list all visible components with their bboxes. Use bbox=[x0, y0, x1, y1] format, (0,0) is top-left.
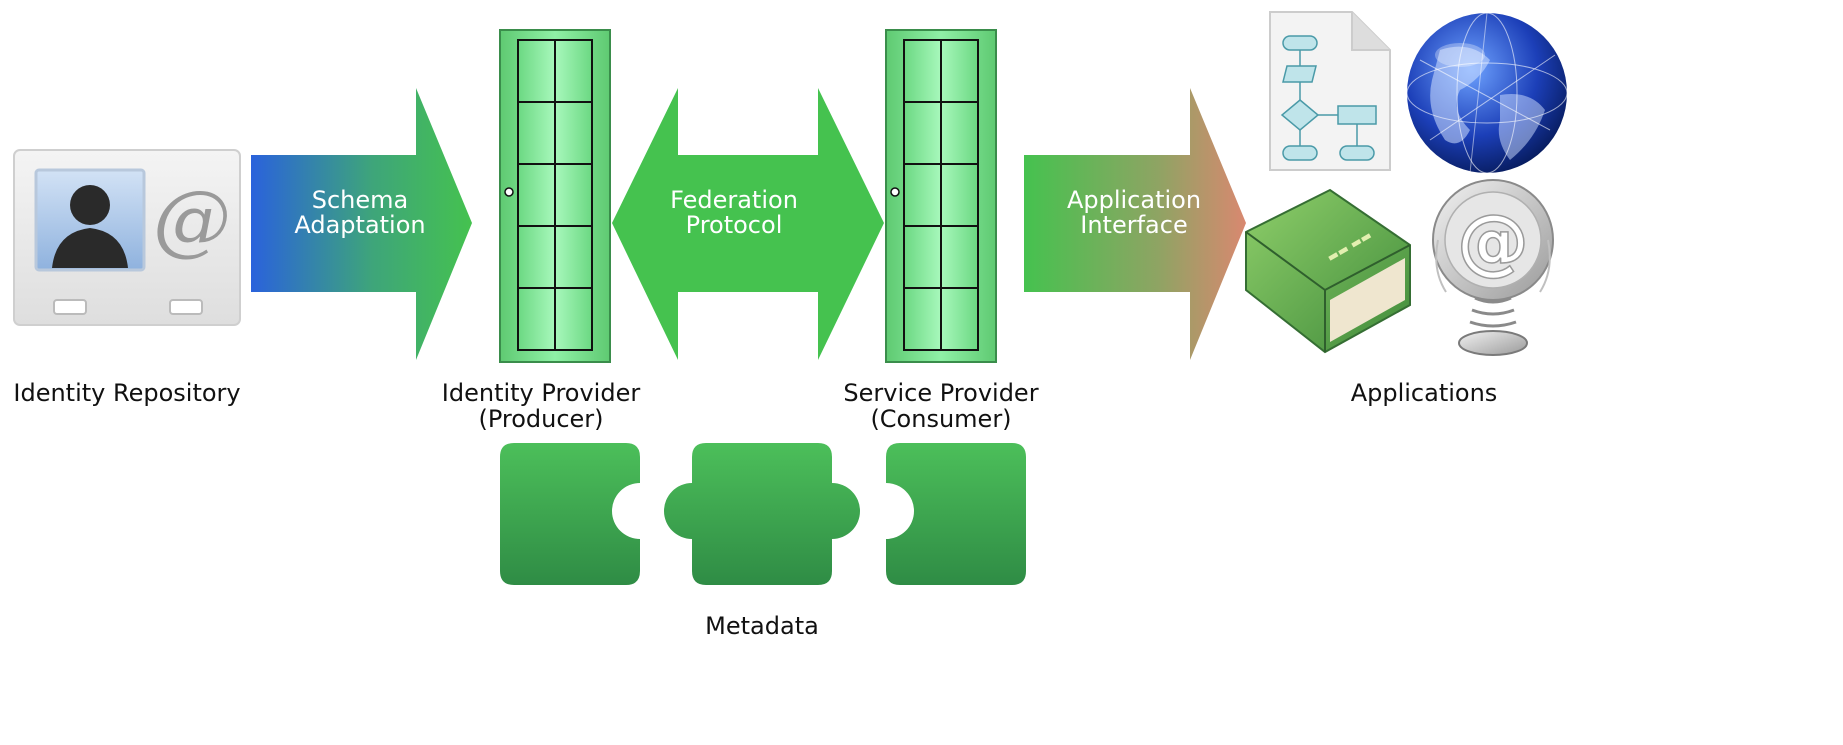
book-icon: ▬▬ ▬▬ bbox=[1245, 188, 1411, 354]
identity-provider-sublabel: (Producer) bbox=[478, 405, 603, 433]
metadata-puzzle-left-icon bbox=[500, 443, 640, 585]
schema-label-line2: Adaptation bbox=[294, 211, 425, 239]
schema-adaptation-arrow: Schema Adaptation bbox=[251, 88, 472, 360]
service-provider-label: Service Provider bbox=[843, 379, 1038, 407]
email-at-icon: @ bbox=[1432, 179, 1554, 356]
globe-icon bbox=[1406, 12, 1568, 174]
flowchart-document-icon bbox=[1269, 11, 1391, 171]
svg-text:@: @ bbox=[1457, 199, 1529, 283]
federation-label-line1: Federation bbox=[670, 186, 798, 214]
address-card-icon: @ bbox=[13, 149, 241, 326]
application-label-line1: Application bbox=[1067, 186, 1201, 214]
metadata-puzzle-right-icon bbox=[886, 443, 1026, 585]
application-label-line2: Interface bbox=[1080, 211, 1187, 239]
application-interface-arrow: Application Interface bbox=[1024, 88, 1246, 360]
identity-provider-label: Identity Provider bbox=[442, 379, 641, 407]
federation-label-line2: Protocol bbox=[686, 211, 783, 239]
applications-label: Applications bbox=[1351, 379, 1498, 407]
service-provider-sublabel: (Consumer) bbox=[870, 405, 1011, 433]
federation-protocol-arrow: Federation Protocol bbox=[612, 88, 884, 360]
identity-repository-label: Identity Repository bbox=[13, 379, 240, 407]
metadata-puzzle-middle-icon bbox=[664, 443, 860, 585]
metadata-label: Metadata bbox=[705, 612, 819, 640]
svg-text:@: @ bbox=[153, 175, 231, 265]
service-provider-server-icon bbox=[885, 29, 997, 363]
schema-label-line1: Schema bbox=[312, 186, 409, 214]
identity-provider-server-icon bbox=[499, 29, 611, 363]
